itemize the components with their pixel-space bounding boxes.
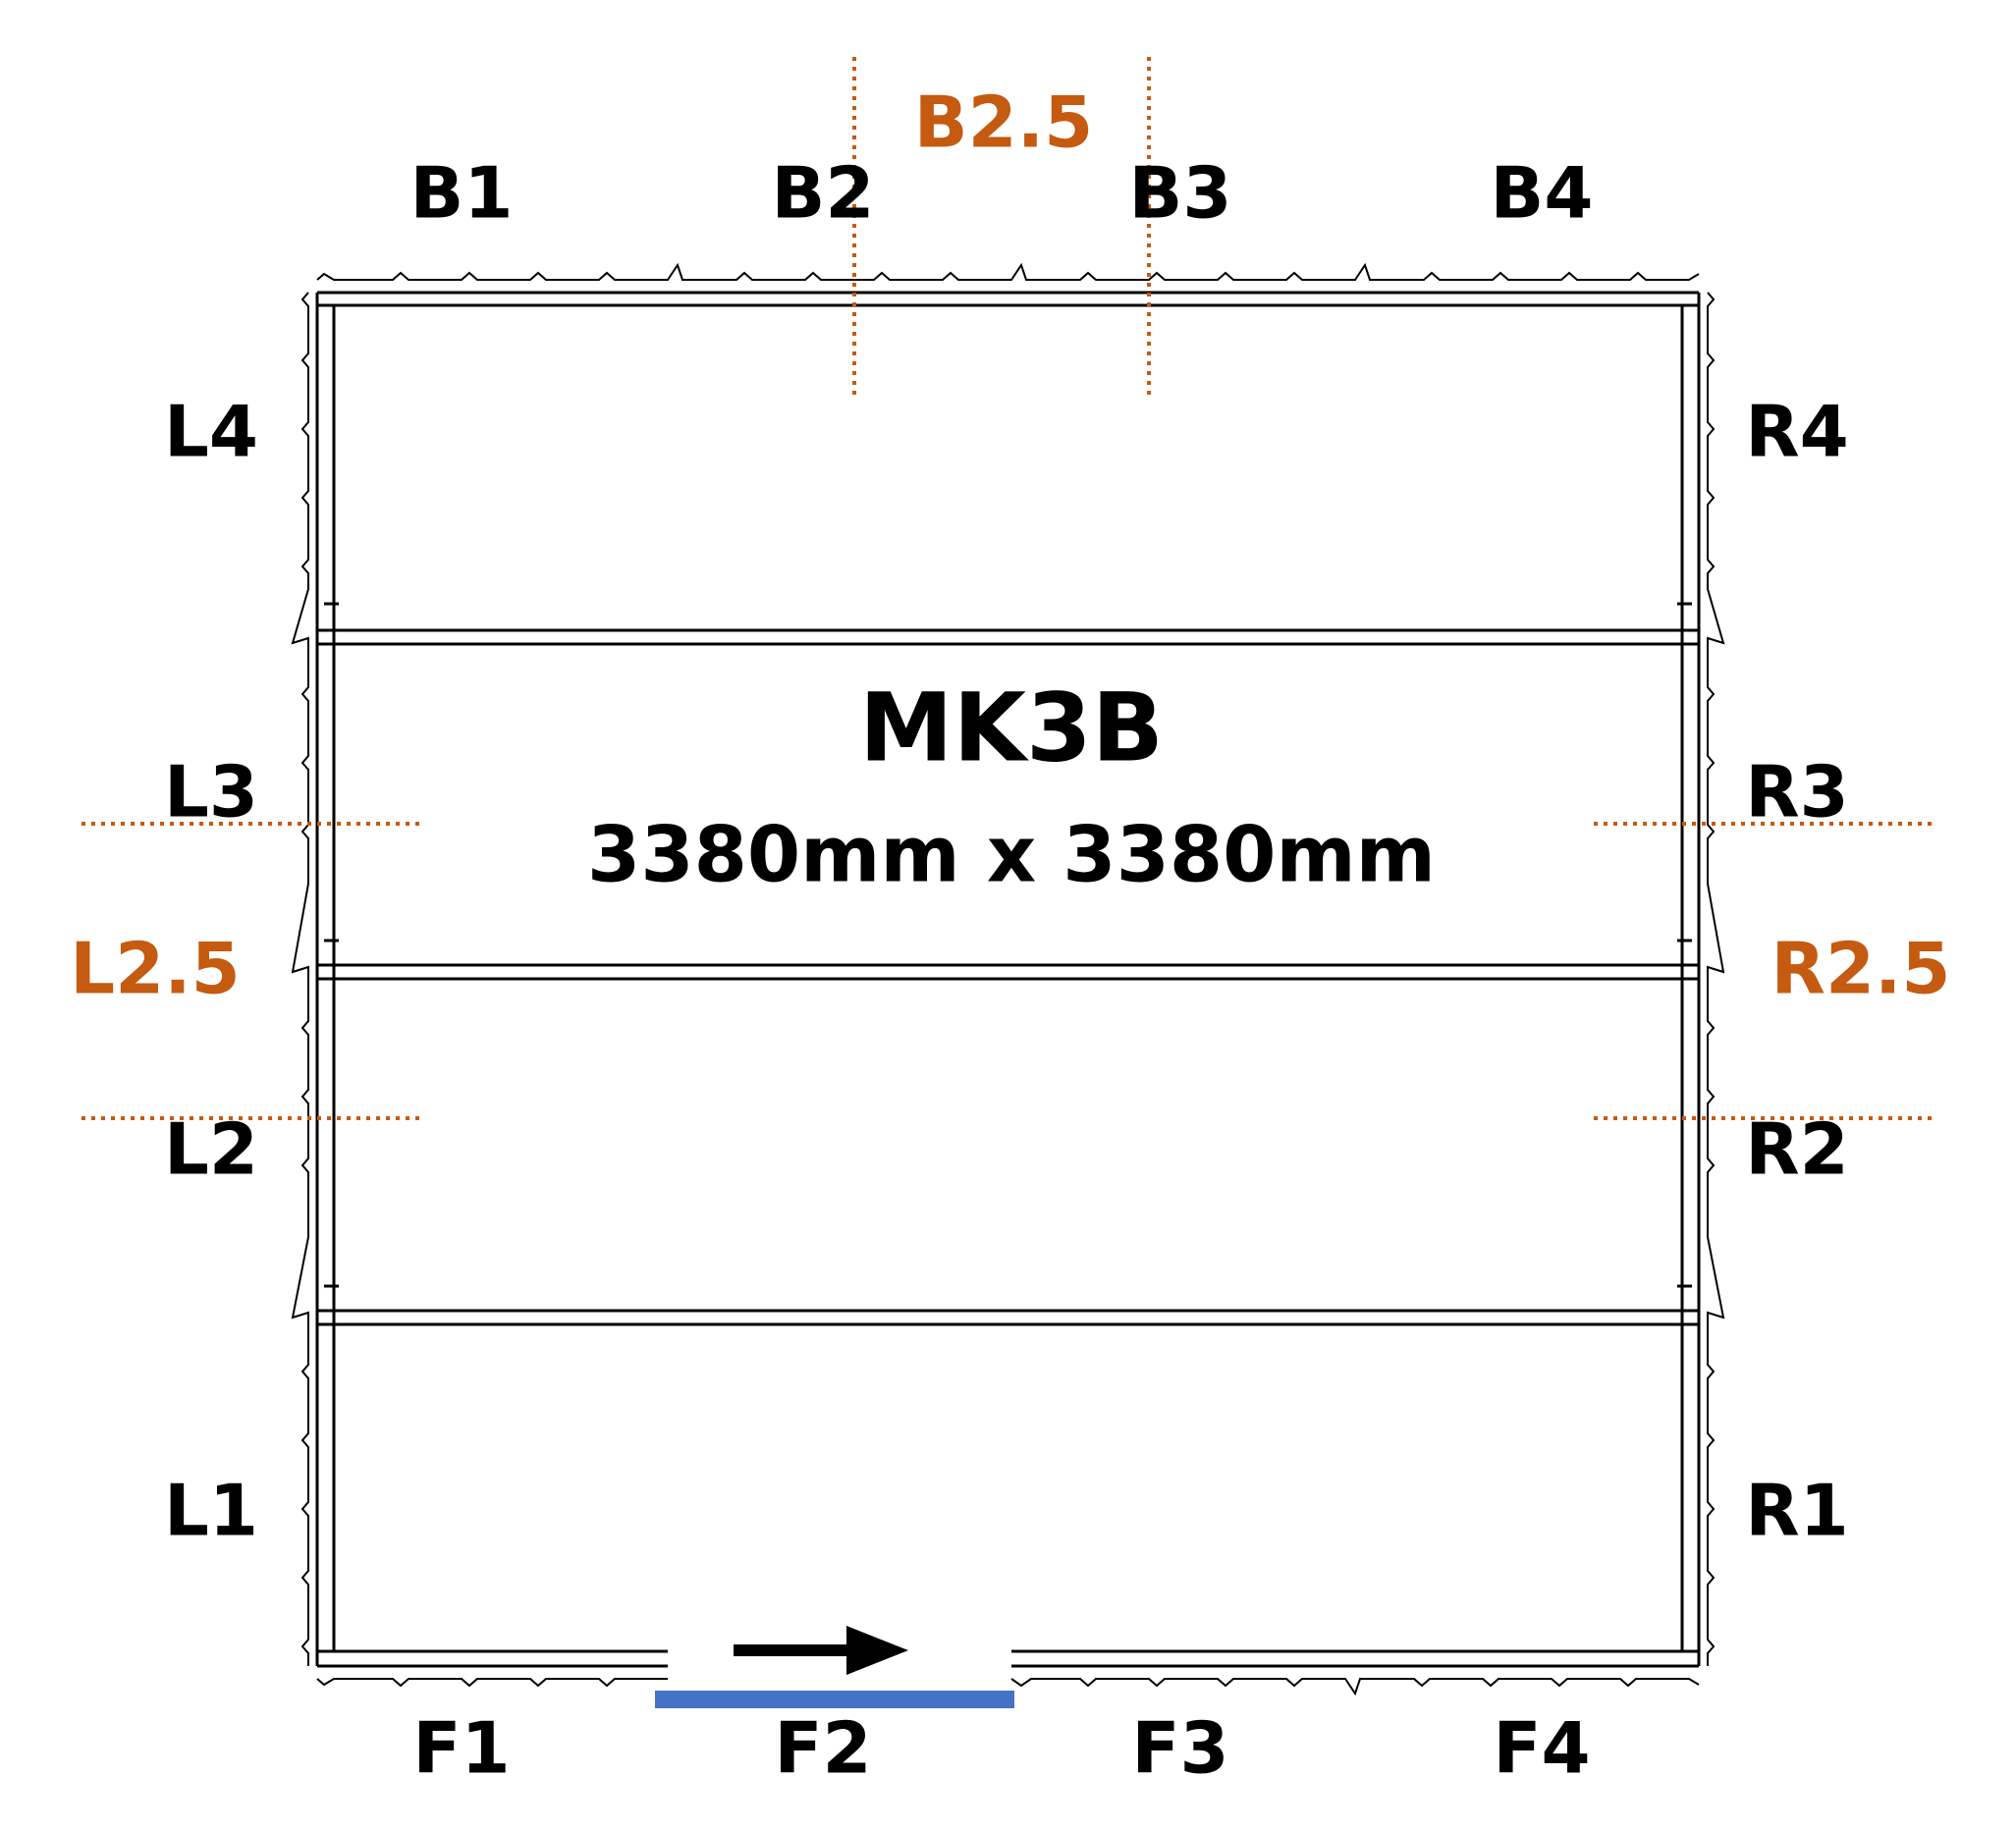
- label-back-1: B1: [410, 152, 514, 235]
- label-front-2: F2: [774, 1707, 871, 1790]
- label-right-1: R1: [1745, 1470, 1849, 1552]
- label-front-1: F1: [412, 1707, 510, 1790]
- half-position-guides: [82, 57, 1934, 1120]
- left-edge-zigzag: [291, 292, 309, 1666]
- front-edge-zigzag: [316, 1678, 668, 1688]
- wall-edges: [291, 262, 1725, 1696]
- roof-beam-3: [315, 1309, 1701, 1326]
- label-front-3: F3: [1131, 1707, 1228, 1790]
- label-left-3: L3: [164, 751, 258, 834]
- label-back-2: B2: [772, 152, 875, 235]
- label-left-half: L2.5: [70, 928, 240, 1010]
- right-edge-zigzag: [1707, 292, 1725, 1666]
- door-indicator-bar: [655, 1691, 1014, 1708]
- roof-beam-1: [315, 628, 1701, 646]
- model-dimensions: 3380mm x 3380mm: [587, 811, 1436, 899]
- front-edge-zigzag-right: [1010, 1678, 1700, 1696]
- frame: [315, 291, 1701, 1668]
- label-right-4: R4: [1745, 391, 1849, 473]
- label-front-4: F4: [1493, 1707, 1590, 1790]
- label-left-1: L1: [164, 1470, 258, 1552]
- model-title: MK3B: [859, 673, 1164, 782]
- back-edge-zigzag: [316, 262, 1700, 281]
- label-left-4: L4: [164, 391, 258, 473]
- label-left-2: L2: [164, 1108, 258, 1191]
- label-back-half: B2.5: [914, 81, 1093, 164]
- roof-beam-2: [315, 963, 1701, 981]
- label-back-3: B3: [1129, 152, 1232, 235]
- label-right-3: R3: [1745, 751, 1849, 834]
- label-right-2: R2: [1745, 1108, 1849, 1191]
- label-back-4: B4: [1491, 152, 1594, 235]
- arrow-right-icon: [734, 1626, 908, 1675]
- label-right-half: R2.5: [1771, 928, 1951, 1010]
